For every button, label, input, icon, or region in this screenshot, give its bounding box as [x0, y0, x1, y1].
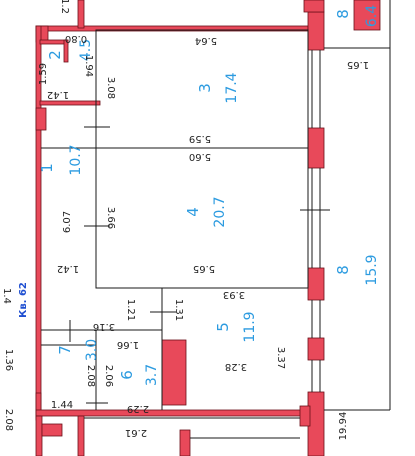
wall-top-stub: [77, 0, 85, 29]
dim-2-29: 2.29: [127, 403, 149, 414]
room-8-top-area: 6.4: [364, 5, 380, 27]
room-3-number: 3: [196, 83, 214, 93]
dim-3-93: 3.93: [223, 289, 245, 300]
room-8-number: 8: [334, 265, 352, 275]
dim-6-07: 6.07: [62, 211, 73, 233]
room-2-area: 4.5: [78, 39, 94, 61]
dim-2-06: 2.06: [103, 365, 114, 387]
dim-1-44: 1.44: [51, 400, 73, 411]
walls: [35, 0, 381, 456]
dim-2-08-edge: 2.08: [3, 409, 14, 431]
wall-bottom-right-stub: [299, 405, 311, 427]
room-3-area: 17.4: [224, 72, 240, 103]
wall-bath-side: [63, 39, 69, 63]
room-2-number: 2: [46, 50, 64, 60]
dim-1-2: 1.2: [59, 0, 70, 14]
dim-1-59: 1.59: [38, 63, 49, 85]
room-4-area: 20.7: [212, 196, 228, 227]
dim-3-16: 3.16: [93, 321, 115, 332]
dim-1-66: 1.66: [117, 339, 139, 350]
wall-left-segment-a: [35, 107, 47, 131]
room-6-area: 3.7: [144, 364, 160, 386]
wall-bottom-left: [35, 415, 43, 456]
wall-right-b: [307, 127, 325, 169]
wall-right-block: [353, 0, 381, 31]
dim-1-42-top: 1.42: [47, 89, 69, 100]
room-1-number: 1: [38, 163, 56, 173]
wall-bottom-post: [179, 429, 191, 456]
wall-right-top: [303, 0, 325, 13]
wall-bottom-mid: [77, 415, 85, 456]
room-1-area: 10.7: [68, 144, 84, 175]
dim-2-61: 2.61: [125, 427, 147, 438]
dim-5-64: 5.64: [195, 35, 217, 46]
wall-shaft: [161, 339, 187, 406]
wall-right-d: [307, 337, 325, 361]
dim-2-08: 2.08: [85, 365, 96, 387]
room-4-number: 4: [184, 207, 202, 217]
dim-5-59: 5.59: [189, 133, 211, 144]
apartment-label: Кв. 62: [18, 282, 29, 318]
dim-1-36: 1.36: [3, 349, 14, 371]
dim-1-21: 1.21: [125, 299, 136, 321]
wall-bath-bottom: [39, 100, 101, 106]
dim-5-65: 5.65: [193, 263, 215, 274]
dim-1-31: 1.31: [173, 299, 184, 321]
room-7-number: 7: [56, 345, 74, 355]
room-5-area: 11.9: [242, 311, 258, 342]
dim-1-65: 1.65: [347, 59, 369, 70]
room-8-area: 15.9: [364, 254, 380, 285]
room-6-number: 6: [118, 370, 136, 380]
wall-right-a: [307, 11, 325, 51]
partition-lines: [41, 0, 391, 439]
dim-3-08: 3.08: [105, 77, 116, 99]
wall-bottom: [35, 409, 309, 417]
dim-1-4: 1.4: [1, 288, 12, 304]
wall-right-c: [307, 267, 325, 301]
room-7-area: 3.0: [84, 339, 100, 361]
dim-5-60: 5.60: [189, 151, 211, 162]
dim-19-94: 19.94: [338, 412, 349, 441]
dim-1-94: 1.94: [83, 55, 94, 77]
room-5-number: 5: [214, 322, 232, 332]
dim-3-37: 3.37: [275, 347, 286, 369]
dim-0-80: 0.80: [65, 33, 87, 44]
dim-3-28: 3.28: [225, 361, 247, 372]
wall-bottom-small: [41, 423, 63, 437]
room-8-top-number: 8: [334, 9, 352, 19]
dim-1-42-mid: 1.42: [57, 263, 79, 274]
dim-3-66: 3.66: [105, 207, 116, 229]
